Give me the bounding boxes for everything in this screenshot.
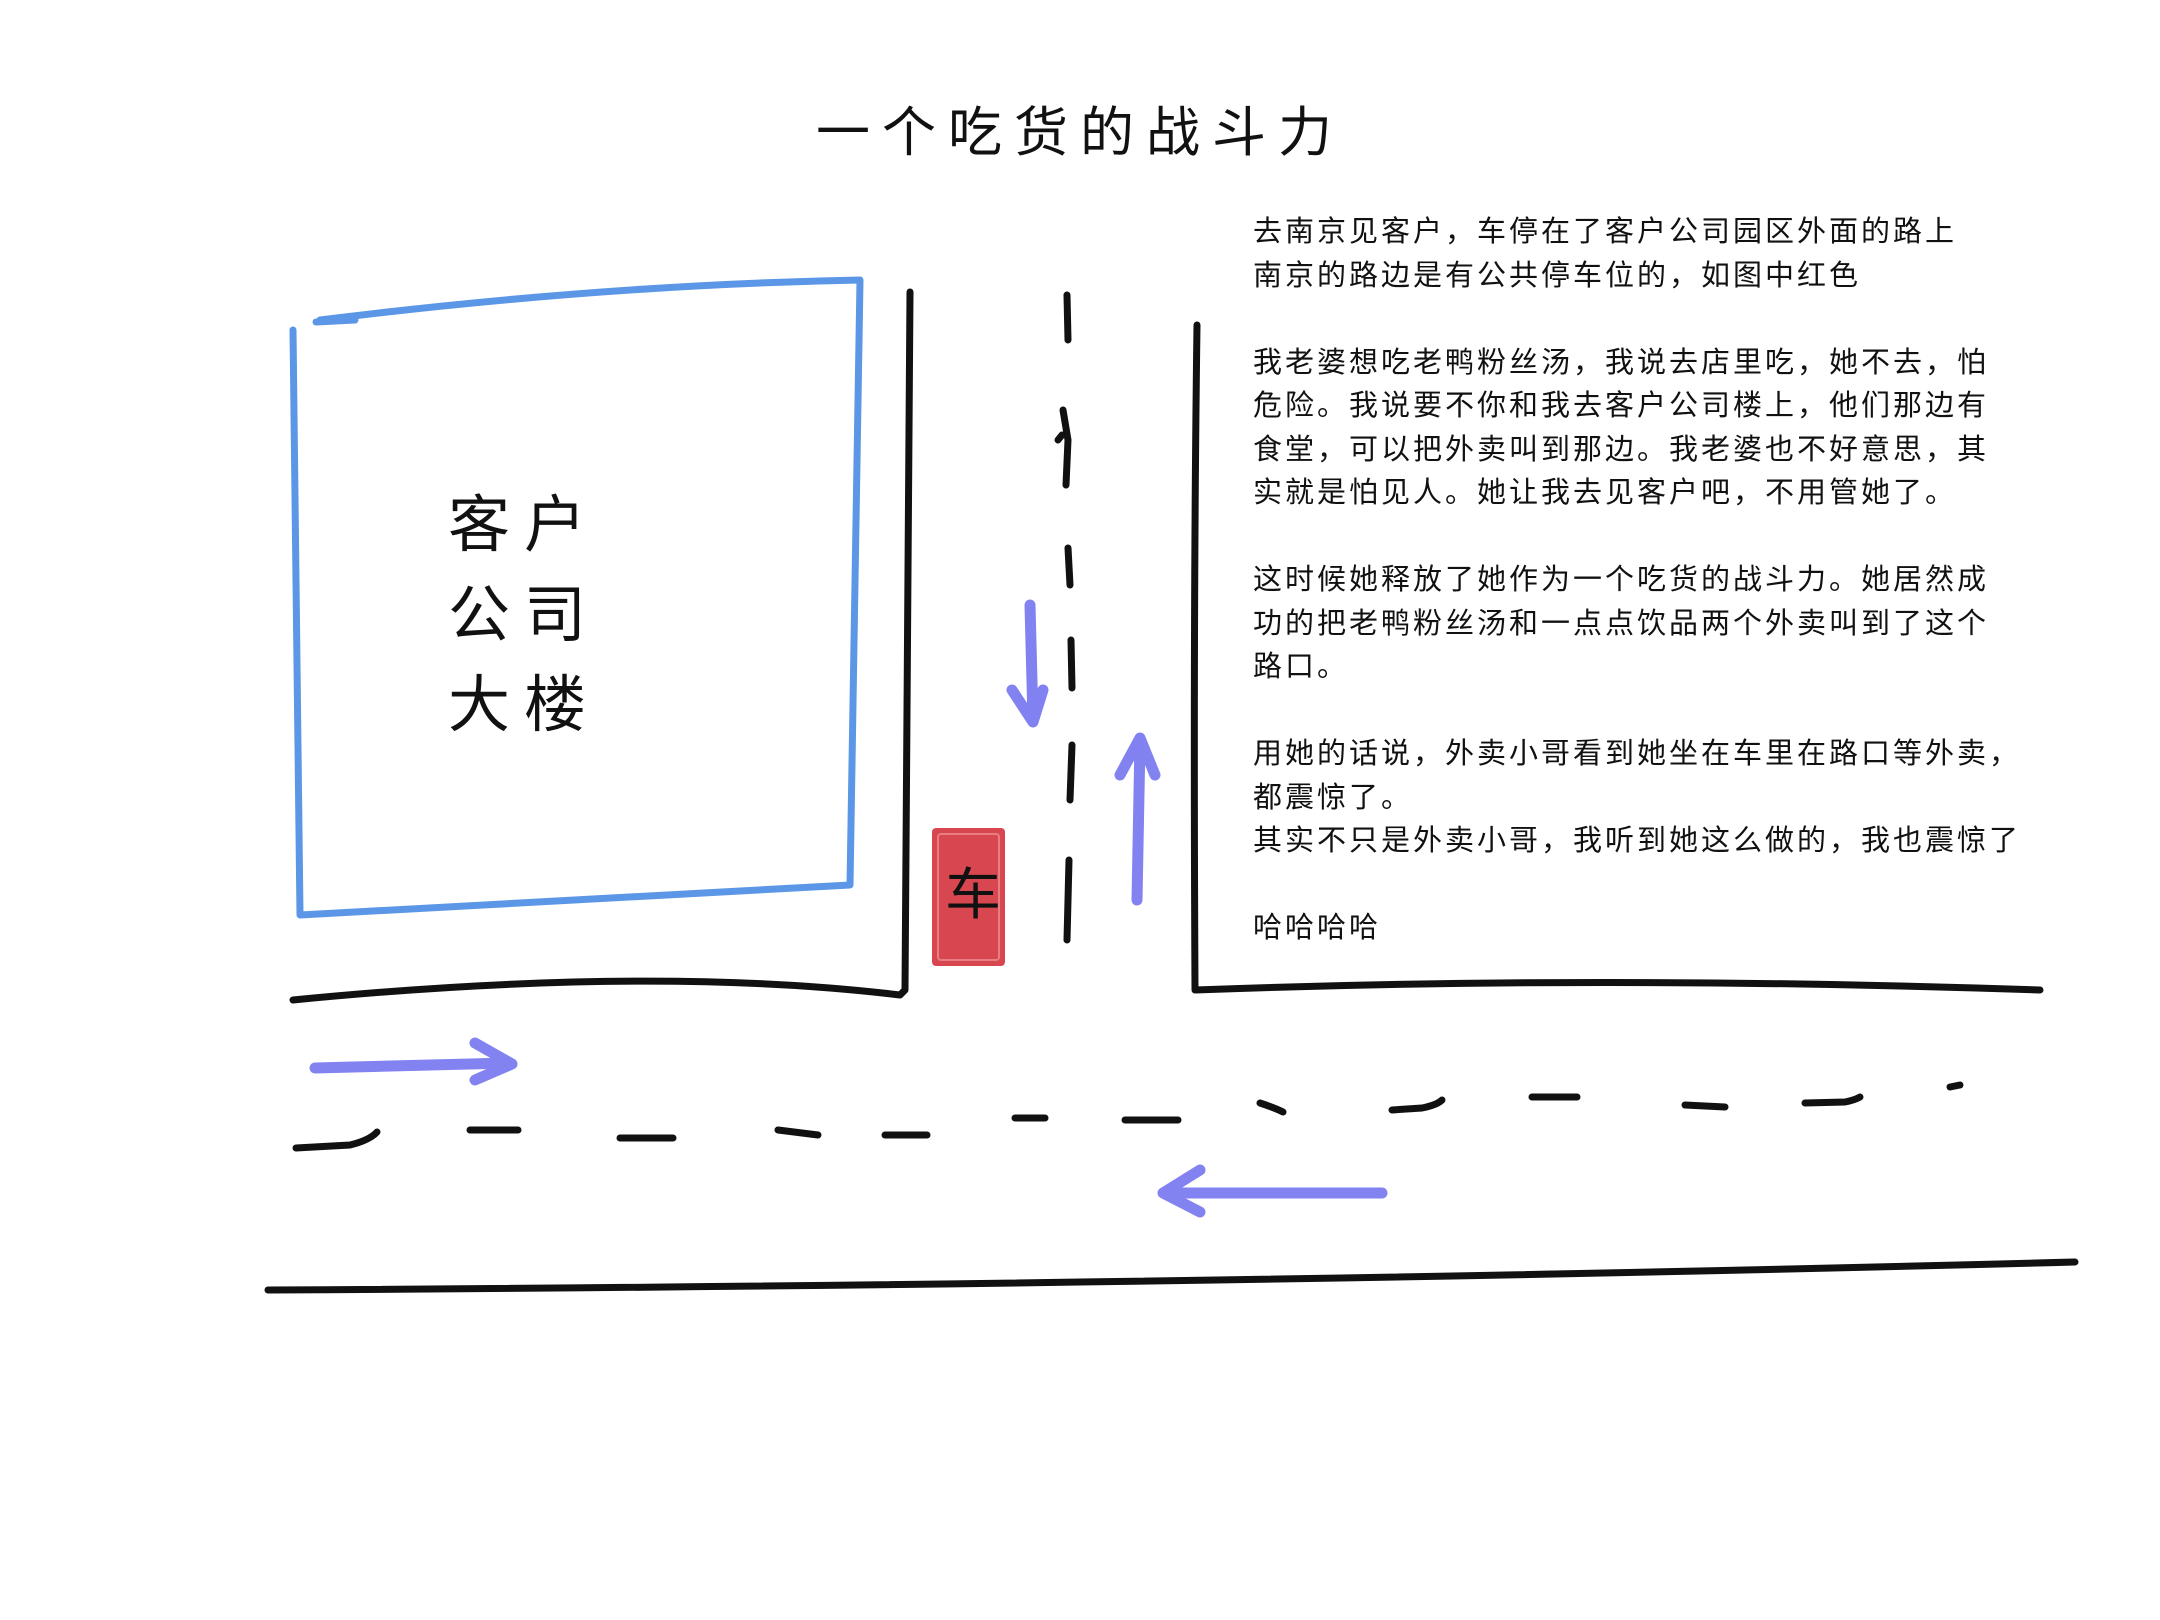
arrow-right [309, 1037, 518, 1086]
story-line: 去南京见客户，车停在了客户公司园区外面的路上 [1253, 214, 1958, 248]
horizontal-road-center-line [292, 1081, 1964, 1152]
story-paragraph: 用她的话说，外卖小哥看到她坐在车里在路口等外卖， 都震惊了。 其实不只是外卖小哥… [1253, 732, 2133, 863]
building-label-line: 大楼 [448, 668, 601, 741]
car-label: 车 [945, 863, 1001, 928]
horizontal-road-bottom-curb [264, 1258, 2079, 1294]
story-line: 南京的路边是有公共停车位的，如图中红色 [1253, 257, 1862, 292]
story-text: 去南京见客户，车停在了客户公司园区外面的路上 南京的路边是有公共停车位的，如图中… [1253, 210, 2133, 950]
story-line: 食堂，可以把外卖叫到那边。我老婆也不好意思，其 [1253, 431, 1990, 466]
car-parking-spot [932, 828, 1005, 966]
story-line: 都震惊了。 [1253, 779, 1414, 814]
story-line: 我老婆想吃老鸭粉丝汤，我说去店里吃，她不去，怕 [1253, 344, 1990, 379]
story-line: 路口。 [1253, 649, 1350, 683]
story-paragraph: 去南京见客户，车停在了客户公司园区外面的路上 南京的路边是有公共停车位的，如图中… [1253, 210, 2133, 297]
story-line: 功的把老鸭粉丝汤和一点点饮品两个外卖叫到了这个 [1253, 605, 1990, 640]
story-line: 这时候她释放了她作为一个吃货的战斗力。她居然成 [1253, 562, 1990, 596]
story-paragraph: 哈哈哈哈 [1253, 906, 2133, 950]
story-paragraph: 这时候她释放了她作为一个吃货的战斗力。她居然成 功的把老鸭粉丝汤和一点点饮品两个… [1253, 558, 2133, 689]
story-line: 用她的话说，外卖小哥看到她坐在车里在路口等外卖， [1253, 736, 2022, 770]
story-line: 哈哈哈哈 [1253, 910, 1382, 944]
arrow-left [1157, 1164, 1388, 1218]
story-line: 危险。我说要不你和我去客户公司楼上，他们那边有 [1253, 388, 1990, 422]
building-label: 客户 公司 大楼 [448, 480, 608, 750]
building-outline [289, 276, 864, 919]
arrow-up [1114, 732, 1161, 906]
story-paragraph: 我老婆想吃老鸭粉丝汤，我说去店里吃，她不去，怕 危险。我说要不你和我去客户公司楼… [1253, 341, 2133, 515]
building-label-line: 客户 [448, 488, 601, 561]
vertical-road-center-line [1054, 291, 1076, 944]
story-line: 实就是怕见人。她让我去见客户吧，不用管她了。 [1253, 475, 1958, 509]
vertical-road-left-curb [289, 288, 914, 1004]
arrow-down [1006, 599, 1049, 728]
vertical-road-right-curb [1190, 321, 2044, 994]
page-title: 一个吃货的战斗力 [816, 101, 1344, 164]
building-label-line: 公司 [448, 578, 601, 651]
story-line: 其实不只是外卖小哥，我听到她这么做的，我也震惊了 [1253, 823, 2022, 857]
